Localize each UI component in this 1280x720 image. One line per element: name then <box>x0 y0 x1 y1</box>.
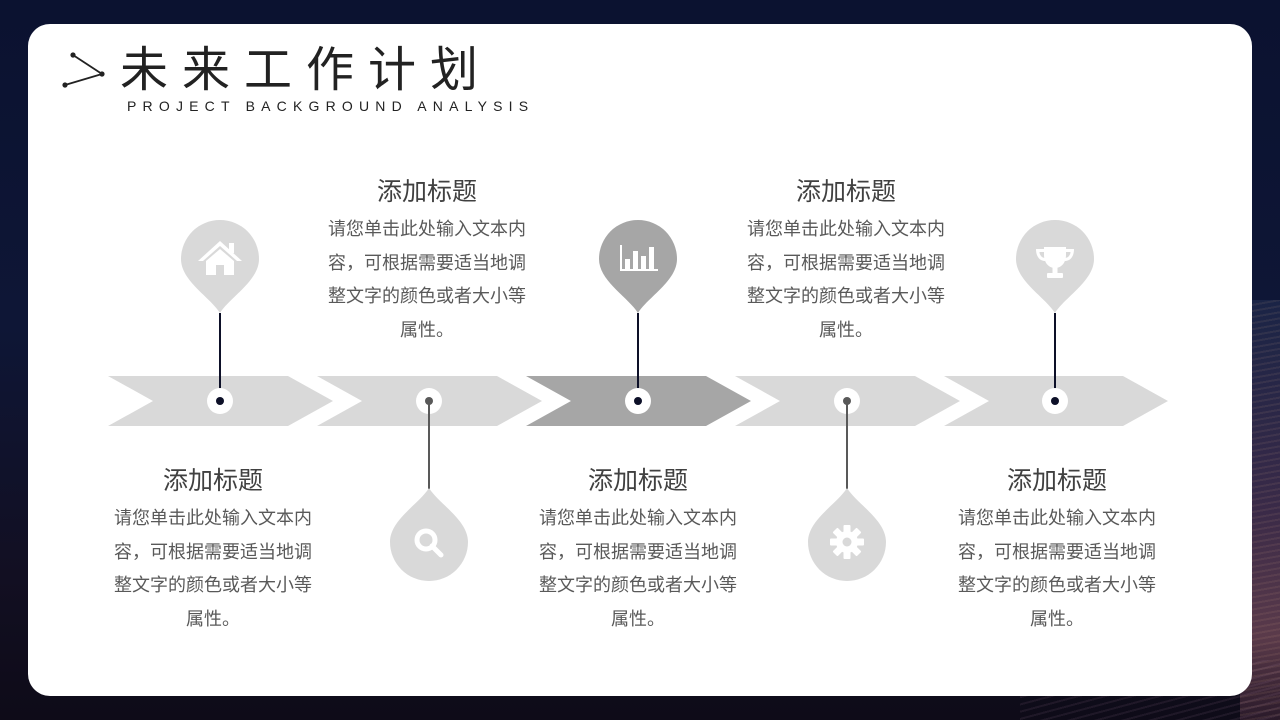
step-4-body: 请您单击此处输入文本内容，可根据需要适当地调整文字的颜色或者大小等属性。 <box>747 219 945 341</box>
step-1-node[interactable] <box>207 388 233 414</box>
step-5-connector <box>1054 313 1056 401</box>
step-5-text: 添加标题 请您单击此处输入文本内容，可根据需要适当地调整文字的颜色或者大小等属性… <box>942 464 1172 636</box>
step-3-body: 请您单击此处输入文本内容，可根据需要适当地调整文字的颜色或者大小等属性。 <box>539 508 737 630</box>
step-1-body: 请您单击此处输入文本内容，可根据需要适当地调整文字的颜色或者大小等属性。 <box>114 508 312 630</box>
page-title: 未来工作计划 <box>120 42 493 98</box>
step-5-pin[interactable] <box>1015 219 1095 315</box>
step-3-text: 添加标题 请您单击此处输入文本内容，可根据需要适当地调整文字的颜色或者大小等属性… <box>523 464 753 636</box>
step-5-node-dot <box>1051 397 1059 405</box>
step-4-connector <box>846 401 848 489</box>
step-4-text: 添加标题 请您单击此处输入文本内容，可根据需要适当地调整文字的颜色或者大小等属性… <box>731 175 961 347</box>
step-1-connector <box>219 313 221 401</box>
step-2-connector <box>428 401 430 489</box>
step-3-node[interactable] <box>625 388 651 414</box>
step-3-pin[interactable] <box>598 219 678 315</box>
step-5-node[interactable] <box>1042 388 1068 414</box>
title-line-icon <box>62 52 105 88</box>
bar-chart-icon <box>620 245 658 271</box>
step-4-title: 添加标题 <box>795 177 896 206</box>
step-1-text: 添加标题 请您单击此处输入文本内容，可根据需要适当地调整文字的颜色或者大小等属性… <box>98 464 328 636</box>
step-4-pin[interactable] <box>807 486 887 582</box>
home-icon <box>198 241 242 275</box>
step-1-title: 添加标题 <box>162 466 263 495</box>
step-1-pin[interactable] <box>180 219 260 315</box>
trophy-icon <box>1036 247 1074 278</box>
page-subtitle: PROJECT BACKGROUND ANALYSIS <box>127 98 535 114</box>
slide-card <box>28 24 1252 696</box>
step-5-title: 添加标题 <box>1006 466 1107 495</box>
step-3-title: 添加标题 <box>587 466 688 495</box>
step-3-connector <box>637 313 639 401</box>
step-2-pin[interactable] <box>389 486 469 582</box>
step-1-node-dot <box>216 397 224 405</box>
step-2-text: 添加标题 请您单击此处输入文本内容，可根据需要适当地调整文字的颜色或者大小等属性… <box>312 175 542 347</box>
search-icon <box>414 528 444 558</box>
step-2-body: 请您单击此处输入文本内容，可根据需要适当地调整文字的颜色或者大小等属性。 <box>328 219 526 341</box>
step-5-body: 请您单击此处输入文本内容，可根据需要适当地调整文字的颜色或者大小等属性。 <box>958 508 1156 630</box>
gear-icon <box>830 525 864 559</box>
step-3-node-dot <box>634 397 642 405</box>
step-2-title: 添加标题 <box>376 177 477 206</box>
